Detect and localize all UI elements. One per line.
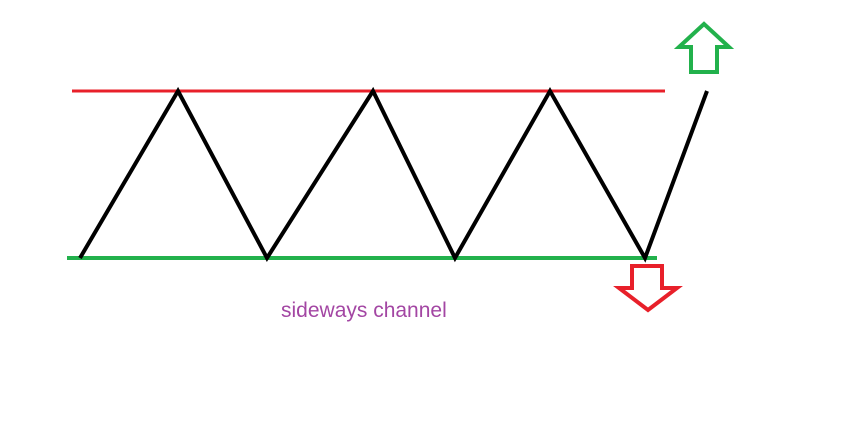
diagram-caption: sideways channel <box>281 299 447 322</box>
breakout-up-arrow-icon <box>673 21 735 74</box>
price-zigzag-line <box>78 86 709 263</box>
breakout-down-arrow-icon <box>613 264 683 313</box>
